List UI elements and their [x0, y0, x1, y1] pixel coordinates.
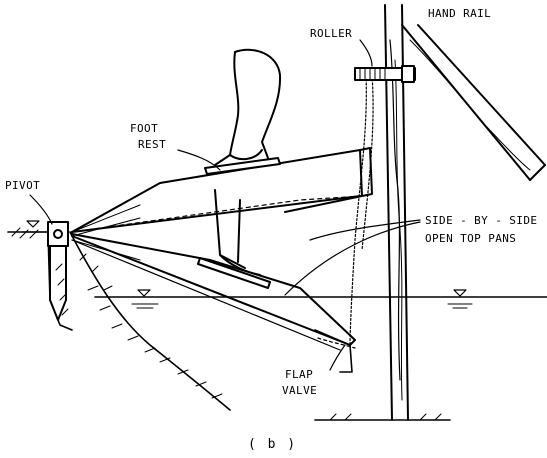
upper-leg-icon [214, 48, 282, 166]
pivot-post [47, 221, 69, 321]
label-flap-line2: VALVE [282, 384, 317, 397]
label-hand-rail: HAND RAIL [428, 7, 491, 20]
lower-pan [71, 233, 356, 373]
label-pivot: PIVOT [5, 179, 40, 192]
label-pans-line2: OPEN TOP PANS [425, 232, 516, 245]
lower-leg-icon [214, 189, 261, 276]
label-foot-rest-line2: REST [138, 138, 166, 151]
water-level-right [94, 289, 547, 309]
label-foot-rest-line1: FOOT [130, 122, 158, 135]
label-pans-line1: SIDE - BY - SIDE [425, 214, 537, 227]
figure-caption: ( b ) [248, 437, 297, 452]
roller [354, 65, 416, 83]
label-roller: ROLLER [310, 27, 352, 40]
water-level-left-icon [21, 220, 47, 233]
upper-foot-rest [204, 157, 281, 175]
leader-lines [29, 39, 421, 371]
hand-rail-diagonal [401, 24, 546, 181]
lower-foot-rest [197, 257, 271, 289]
rope-chain [349, 74, 374, 346]
pan-guide-lines [71, 204, 141, 261]
label-flap-line1: FLAP [285, 368, 313, 381]
